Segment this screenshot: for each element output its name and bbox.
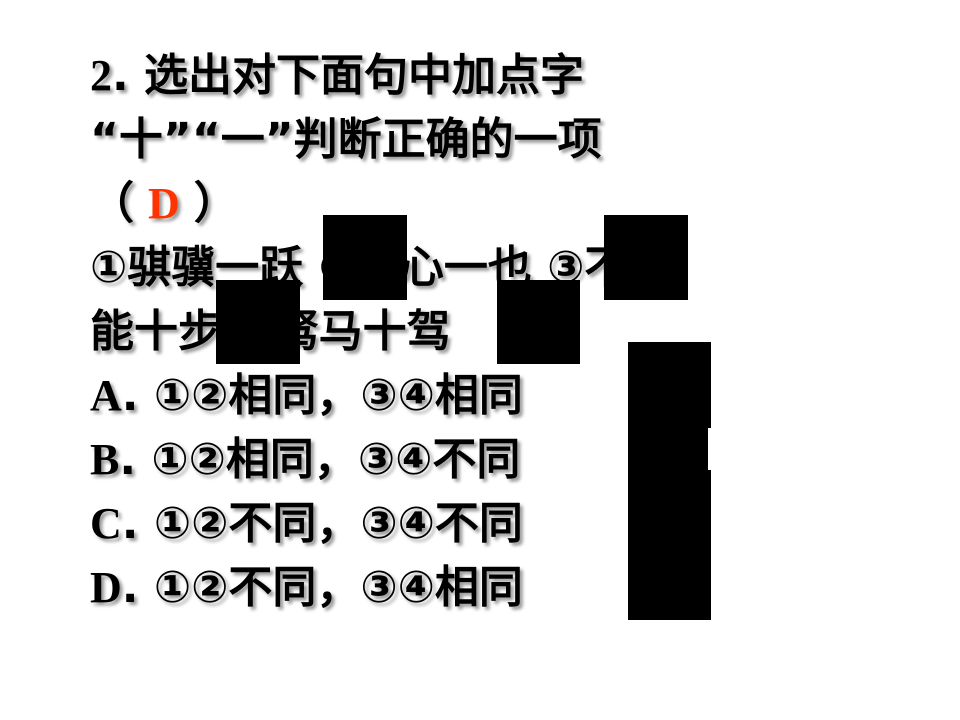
- option-d-label: D: [90, 563, 122, 612]
- redaction-box: [604, 215, 688, 300]
- question-number: 2: [90, 51, 112, 100]
- answer-letter: D: [148, 179, 180, 228]
- answer-paren-close: ）: [193, 178, 238, 229]
- redaction-box: [323, 215, 407, 300]
- question-block: 2. 选出对下面句中加点字 “十”“一”判断正确的一项 （ D ） ①骐骥一跃 ②用…: [90, 44, 890, 620]
- option-b-text: ①②相同，③④不同: [151, 434, 521, 485]
- question-line-2: “十”“一”判断正确的一项: [90, 108, 890, 172]
- question-number-separator: .: [112, 50, 129, 101]
- redaction-box: [628, 342, 711, 428]
- option-a-text: ①②相同，③④相同: [153, 370, 523, 421]
- answer-paren-open: （: [90, 178, 134, 229]
- option-b[interactable]: B. ①②相同，③④不同: [90, 428, 890, 492]
- option-d-separator: .: [121, 562, 139, 613]
- option-c-separator: .: [121, 498, 139, 549]
- option-a-separator: .: [121, 370, 139, 421]
- option-d[interactable]: D. ①②不同，③④相同: [90, 556, 890, 620]
- option-b-label: B: [90, 435, 120, 484]
- option-b-separator: .: [119, 434, 137, 485]
- question-text-line-1: 选出对下面句中加点字: [144, 50, 585, 101]
- redaction-box: [497, 280, 580, 364]
- redaction-box: [628, 428, 708, 470]
- answer-line: （ D ）: [90, 172, 890, 236]
- option-c-text: ①②不同，③④不同: [153, 498, 523, 549]
- redaction-box: [628, 470, 711, 620]
- option-a-label: A: [90, 371, 122, 420]
- option-c-label: C: [90, 499, 122, 548]
- option-a[interactable]: A. ①②相同，③④相同: [90, 364, 890, 428]
- question-line-1: 2. 选出对下面句中加点字: [90, 44, 890, 108]
- question-line-4: ①骐骥一跃 ②用心一也 ③不: [90, 236, 890, 300]
- question-text-line-2: “十”“一”判断正确的一项: [90, 114, 602, 165]
- question-line-5: 能十步 ④驽马十驾: [90, 300, 890, 364]
- redaction-box: [216, 280, 300, 364]
- option-d-text: ①②不同，③④相同: [153, 562, 523, 613]
- option-c[interactable]: C. ①②不同，③④不同: [90, 492, 890, 556]
